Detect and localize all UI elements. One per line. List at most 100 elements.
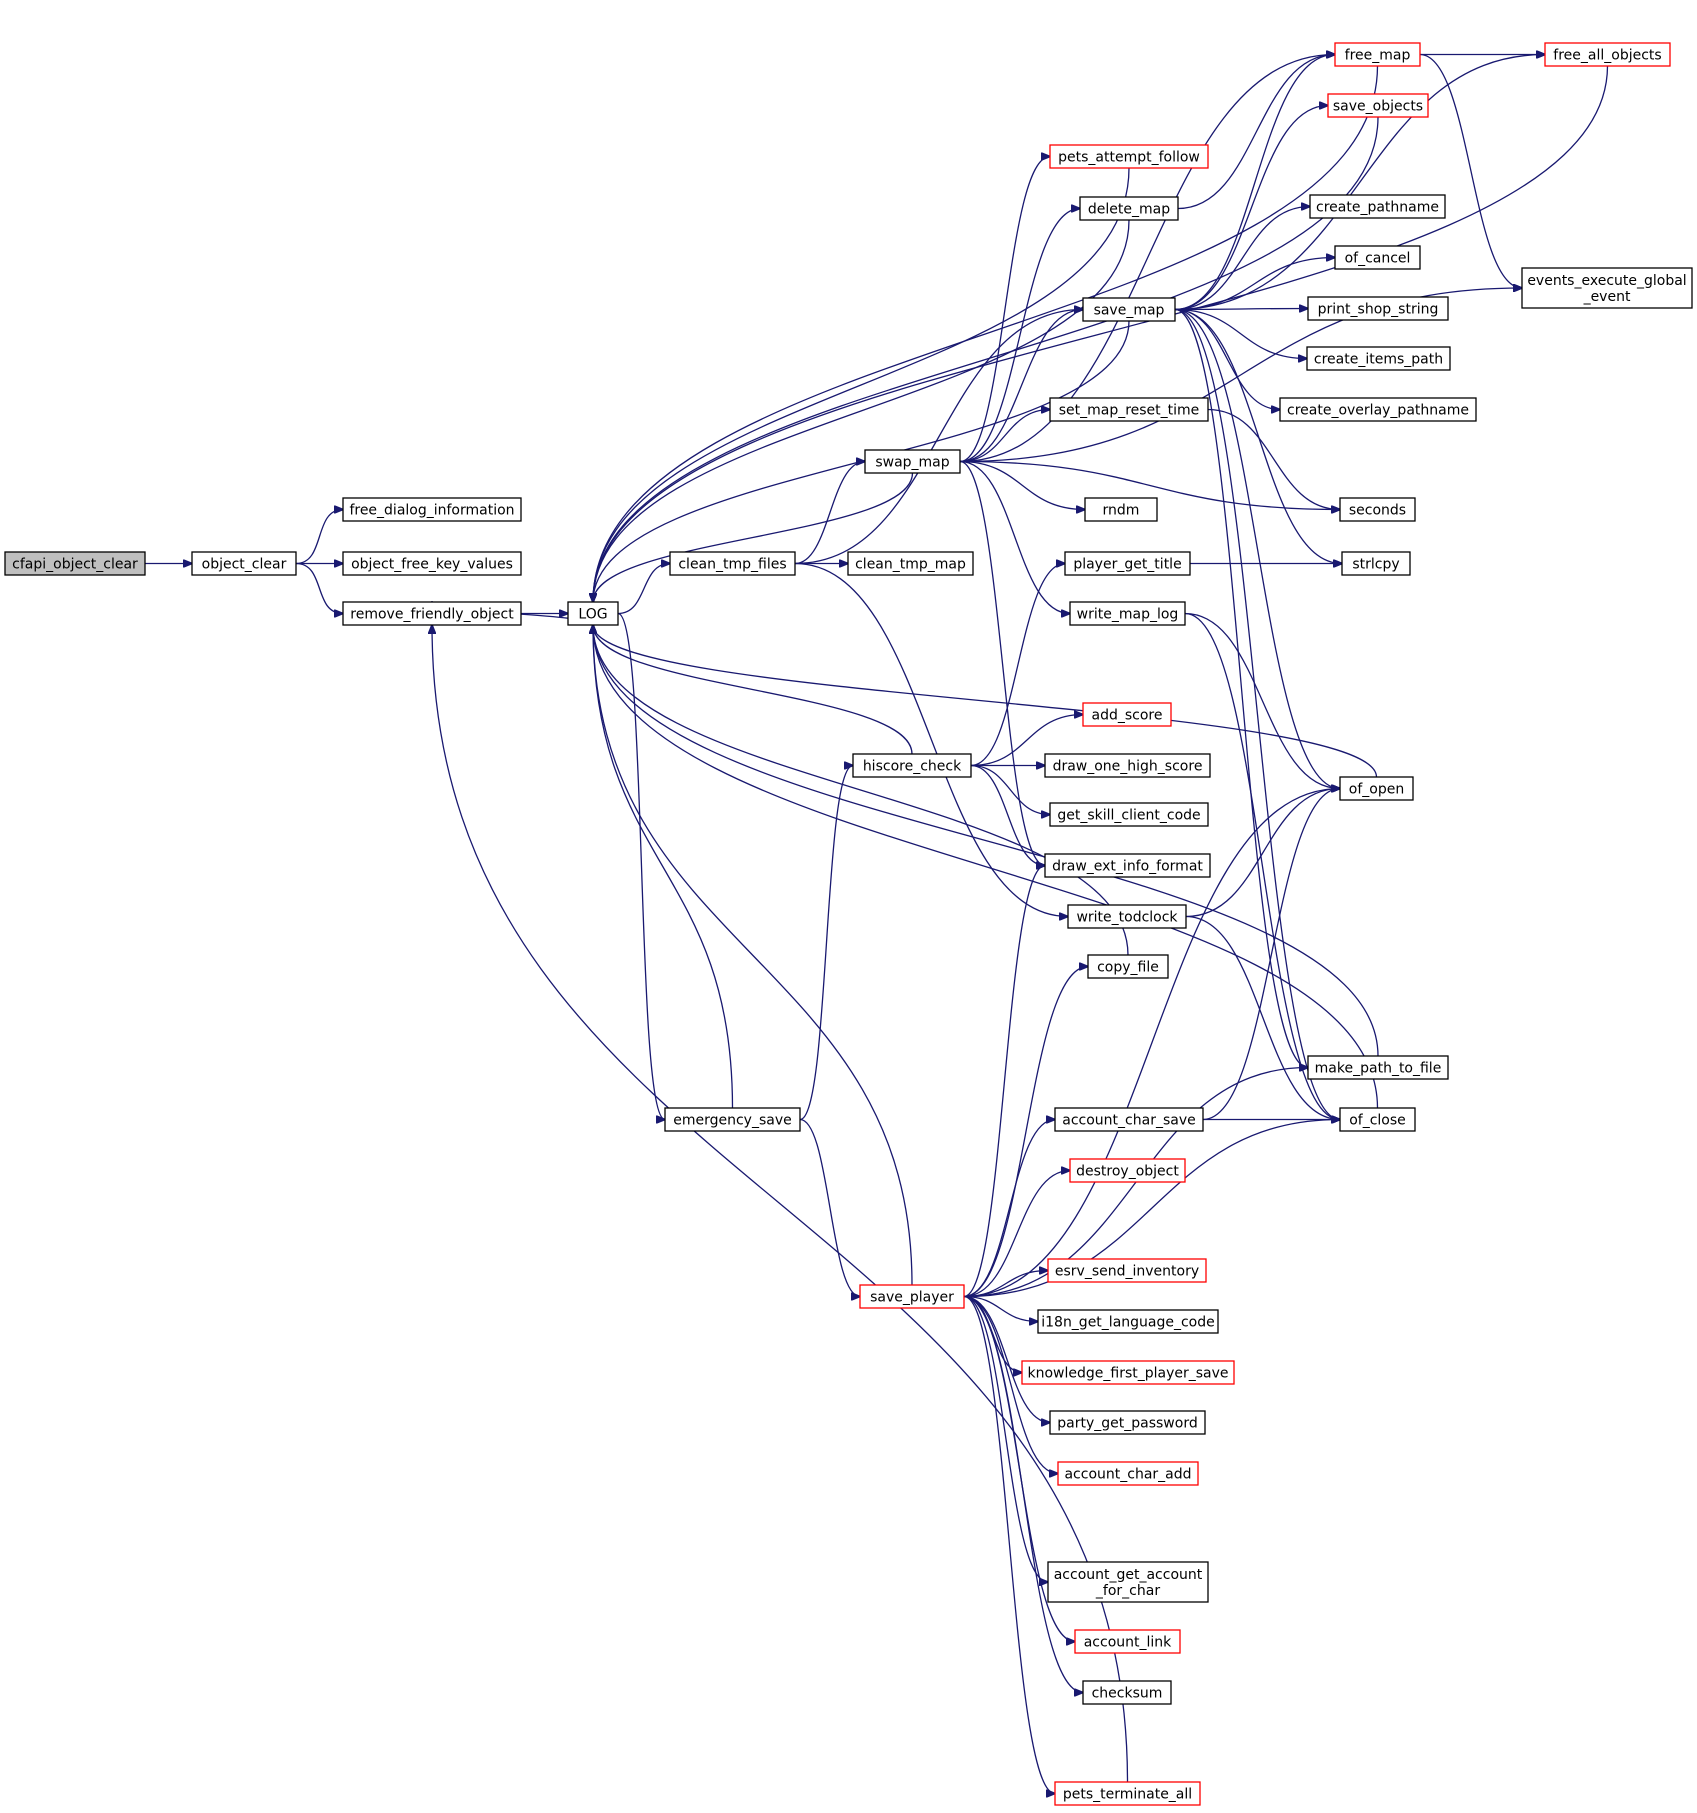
edge-clean_tmp_files-to-swap_map <box>794 462 865 565</box>
edge-pets_attempt_follow-to-LOG <box>593 167 1130 602</box>
edge-write_todclock-to-of_open <box>1185 789 1340 918</box>
edge-swap_map-to-free_map <box>959 55 1335 463</box>
node-object_clear[interactable]: object_clear <box>191 551 297 576</box>
node-label: draw_ext_info_format <box>1052 859 1203 875</box>
node-clean_tmp_files[interactable]: clean_tmp_files <box>669 551 796 576</box>
node-LOG[interactable]: LOG <box>567 601 619 626</box>
node-draw_ext_info_format[interactable]: draw_ext_info_format <box>1044 853 1211 878</box>
node-swap_map[interactable]: swap_map <box>864 449 961 474</box>
node-label: pets_terminate_all <box>1063 1787 1192 1803</box>
node-save_objects[interactable]: save_objects <box>1327 93 1429 118</box>
edge-save_map-to-create_items_path <box>1174 308 1307 359</box>
node-box <box>4 551 146 576</box>
node-label: clean_tmp_map <box>855 557 966 573</box>
node-print_shop_string[interactable]: print_shop_string <box>1307 296 1449 321</box>
node-label: free_dialog_information <box>349 503 514 519</box>
node-save_player[interactable]: save_player <box>859 1284 965 1309</box>
node-make_path_to_file[interactable]: make_path_to_file <box>1307 1055 1449 1080</box>
edge-swap_map-to-seconds <box>959 460 1340 510</box>
node-of_close[interactable]: of_close <box>1339 1107 1416 1132</box>
node-free_map[interactable]: free_map <box>1334 42 1421 67</box>
edge-swap_map-to-delete_map <box>959 209 1080 463</box>
node-of_cancel[interactable]: of_cancel <box>1334 245 1421 270</box>
node-pets_attempt_follow[interactable]: pets_attempt_follow <box>1049 144 1209 169</box>
edge-LOG-to-clean_tmp_files <box>617 564 670 615</box>
node-label: esrv_send_inventory <box>1055 1264 1199 1280</box>
node-get_skill_client_code[interactable]: get_skill_client_code <box>1049 802 1209 827</box>
node-create_overlay_pathname[interactable]: create_overlay_pathname <box>1279 397 1477 422</box>
node-box <box>1307 296 1449 321</box>
edge-save_player-to-account_char_save <box>963 1120 1055 1298</box>
node-cfapi_object_clear[interactable]: cfapi_object_clear <box>4 551 146 576</box>
node-emergency_save[interactable]: emergency_save <box>664 1107 801 1132</box>
node-box <box>342 497 522 522</box>
node-account_char_add[interactable]: account_char_add <box>1057 1461 1199 1486</box>
node-save_map[interactable]: save_map <box>1082 297 1176 322</box>
node-box <box>1067 904 1187 929</box>
node-seconds[interactable]: seconds <box>1339 497 1416 522</box>
edge-write_map_log-to-of_open <box>1184 612 1340 789</box>
edge-save_player-to-account_get_account_for_char <box>963 1295 1048 1583</box>
edge-save_player-to-i18n_get_language_code <box>963 1295 1038 1322</box>
node-copy_file[interactable]: copy_file <box>1087 954 1169 979</box>
node-destroy_object[interactable]: destroy_object <box>1069 1158 1186 1183</box>
node-clean_tmp_map[interactable]: clean_tmp_map <box>847 551 974 576</box>
node-esrv_send_inventory[interactable]: esrv_send_inventory <box>1047 1258 1207 1283</box>
node-events_execute_global_event[interactable]: events_execute_global_event <box>1521 267 1693 309</box>
node-label: of_cancel <box>1345 251 1411 267</box>
nodes-layer: cfapi_object_clear object_clear free_dialo… <box>4 42 1693 1806</box>
node-rndm[interactable]: rndm <box>1084 497 1158 522</box>
node-write_todclock[interactable]: write_todclock <box>1067 904 1187 929</box>
edge-save_player-to-account_char_add <box>963 1295 1058 1474</box>
node-account_link[interactable]: account_link <box>1074 1629 1181 1654</box>
node-remove_friendly_object[interactable]: remove_friendly_object <box>342 601 522 626</box>
node-box <box>1049 1410 1206 1435</box>
node-player_get_title[interactable]: player_get_title <box>1064 551 1191 576</box>
node-delete_map[interactable]: delete_map <box>1079 196 1179 221</box>
node-write_map_log[interactable]: write_map_log <box>1069 601 1186 626</box>
node-label: account_get_account <box>1054 1567 1203 1583</box>
node-label: write_todclock <box>1076 910 1178 926</box>
node-label: delete_map <box>1088 202 1170 218</box>
node-box <box>567 601 619 626</box>
edge-set_map_reset_time-to-seconds <box>1207 408 1340 510</box>
node-object_free_key_values[interactable]: object_free_key_values <box>342 551 522 576</box>
node-add_score[interactable]: add_score <box>1082 702 1172 727</box>
node-strlcpy[interactable]: strlcpy <box>1341 551 1411 576</box>
edge-account_char_save-to-of_open <box>1202 789 1340 1121</box>
node-i18n_get_language_code[interactable]: i18n_get_language_code <box>1037 1309 1219 1334</box>
edge-free_map-to-events_execute_global_event <box>1419 53 1522 289</box>
node-label: add_score <box>1092 708 1163 724</box>
node-box <box>1021 1360 1235 1385</box>
edge-save_map-to-free_all_objects <box>1174 55 1545 311</box>
edge-hiscore_check-to-get_skill_client_code <box>970 764 1050 815</box>
node-free_all_objects[interactable]: free_all_objects <box>1544 42 1671 67</box>
node-create_pathname[interactable]: create_pathname <box>1309 194 1446 219</box>
node-create_items_path[interactable]: create_items_path <box>1306 346 1451 371</box>
edge-save_player-to-destroy_object <box>963 1171 1070 1298</box>
node-box <box>1087 954 1169 979</box>
edge-emergency_save-to-save_player <box>799 1118 860 1297</box>
node-account_char_save[interactable]: account_char_save <box>1054 1107 1204 1132</box>
node-label: create_items_path <box>1314 352 1443 368</box>
node-checksum[interactable]: checksum <box>1082 1680 1172 1705</box>
node-of_open[interactable]: of_open <box>1339 776 1414 801</box>
node-box <box>1044 853 1211 878</box>
node-account_get_account_for_char[interactable]: account_get_account_for_char <box>1047 1561 1209 1603</box>
node-hiscore_check[interactable]: hiscore_check <box>852 753 972 778</box>
node-label: save_objects <box>1333 99 1423 115</box>
node-box <box>1279 397 1477 422</box>
node-set_map_reset_time[interactable]: set_map_reset_time <box>1049 397 1209 422</box>
node-label: emergency_save <box>673 1113 792 1129</box>
node-label: save_map <box>1094 303 1165 319</box>
node-label: account_char_save <box>1062 1113 1195 1129</box>
node-draw_one_high_score[interactable]: draw_one_high_score <box>1044 753 1211 778</box>
node-party_get_password[interactable]: party_get_password <box>1049 1410 1206 1435</box>
node-box <box>1054 1781 1201 1806</box>
node-knowledge_first_player_save[interactable]: knowledge_first_player_save <box>1021 1360 1235 1385</box>
edge-pets_terminate_all-to-remove_friendly_object <box>432 625 1129 1783</box>
node-free_dialog_information[interactable]: free_dialog_information <box>342 497 522 522</box>
node-box <box>1049 397 1209 422</box>
node-pets_terminate_all[interactable]: pets_terminate_all <box>1054 1781 1201 1806</box>
node-label: remove_friendly_object <box>350 607 514 623</box>
